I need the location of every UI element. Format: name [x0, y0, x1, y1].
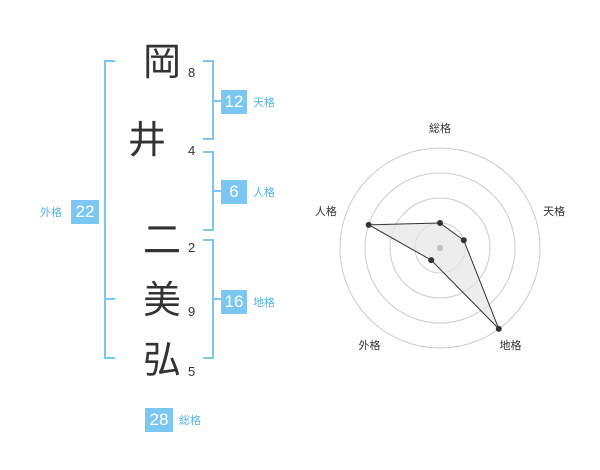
gaikaku-badge: 22 [71, 200, 99, 224]
radar-center-dot [437, 245, 443, 251]
radar-point-3 [495, 325, 502, 332]
stroke-count-5: 5 [188, 364, 196, 379]
radar-ring-3 [364, 172, 516, 324]
radar-point-2 [460, 237, 467, 244]
radar-ring-4 [339, 147, 541, 349]
stroke-count-2: 4 [188, 143, 196, 158]
jinkaku-bracket [203, 151, 214, 231]
chikaku-bracket [203, 239, 214, 359]
name-char-4: 美 [142, 278, 181, 322]
gaikaku-label: 外格 [40, 206, 62, 219]
tenkaku-badge: 12 [221, 90, 247, 114]
radar-point-1 [437, 220, 443, 226]
radar-axis-label-1: 総格 [429, 121, 451, 135]
name-char-3: 二 [142, 218, 181, 262]
stroke-count-3: 2 [188, 240, 196, 255]
tenkaku-bracket [203, 60, 214, 140]
radar-ring-2 [389, 197, 491, 299]
name-char-1: 岡 [142, 40, 181, 84]
soukaku-label: 総格 [179, 414, 201, 427]
radar-point-4 [428, 257, 435, 264]
stroke-count-1: 8 [188, 65, 196, 80]
radar-axis-label-5: 人格 [315, 204, 337, 218]
name-char-5: 弘 [142, 338, 181, 382]
jinkaku-label: 人格 [253, 186, 275, 199]
chikaku-label: 地格 [253, 296, 275, 309]
chikaku-badge: 16 [221, 290, 247, 314]
jinkaku-badge: 6 [221, 180, 247, 204]
tenkaku-label: 天格 [253, 96, 275, 109]
gaikaku-bracket [104, 60, 115, 359]
radar-axis-label-3: 地格 [500, 338, 522, 352]
radar-polygon [366, 222, 500, 330]
radar-point-5 [365, 221, 372, 228]
stroke-count-4: 9 [188, 304, 196, 319]
soukaku-badge: 28 [145, 408, 173, 432]
radar-axis-label-4: 外格 [359, 338, 381, 352]
name-char-2: 井 [127, 118, 166, 162]
radar-axis-label-2: 天格 [543, 204, 565, 218]
